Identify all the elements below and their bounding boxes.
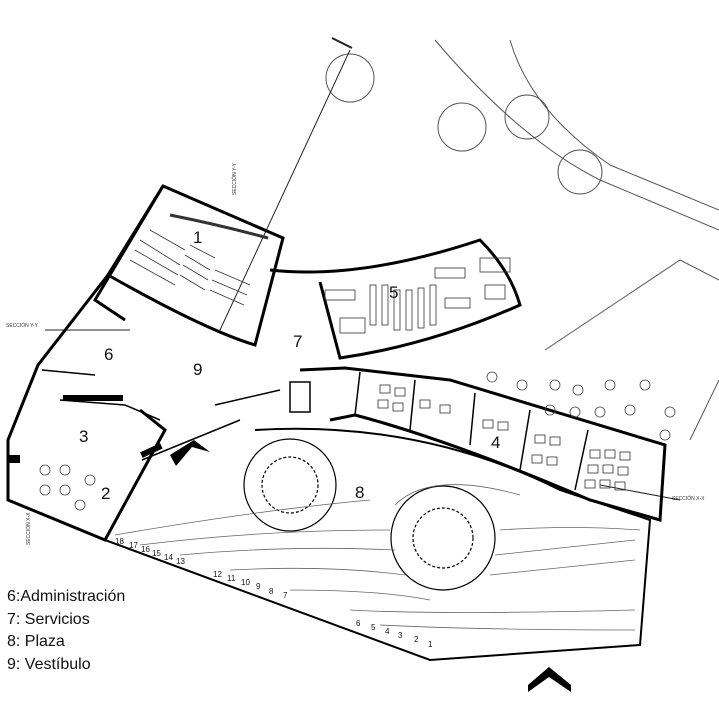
section-axes <box>45 37 681 501</box>
section-marker-right: SECCIÓN X-X <box>672 495 705 502</box>
legend-item-plaza: 8: Plaza <box>7 633 65 650</box>
step-number: 2 <box>414 635 419 644</box>
services-arc <box>269 238 522 360</box>
building-walls <box>6 184 667 662</box>
step-number: 5 <box>371 623 376 632</box>
north-arrow-icon <box>528 667 571 692</box>
step-number: 14 <box>164 553 173 562</box>
wall-blocks <box>8 381 311 463</box>
legend-item-servicios: 7: Servicios <box>7 610 90 628</box>
landscape-path <box>509 39 719 211</box>
step-number: 12 <box>213 570 222 579</box>
step-numbers-left: 18 17 16 15 14 13 <box>115 537 185 566</box>
section-markers: SECCIÓN Y-Y SECCIÓN Y-Y SECCIÓN X-X SECC… <box>6 162 705 545</box>
zone-label-7: 7 <box>293 332 302 351</box>
entry-arrows <box>170 440 571 692</box>
zone-label-5: 5 <box>389 283 398 302</box>
classroom-furniture <box>377 384 631 491</box>
outdoor-tables <box>39 371 676 511</box>
step-number: 6 <box>356 619 361 628</box>
legend-item-vestibulo: 9: Vestíbulo <box>7 655 91 673</box>
step-numbers-right: 6 5 4 3 2 1 <box>356 619 433 649</box>
tree-canopy <box>325 53 375 103</box>
auditorium-outline <box>105 184 285 347</box>
step-number: 16 <box>141 545 150 554</box>
step-number: 11 <box>227 574 236 583</box>
tree-canopy <box>557 149 603 195</box>
step-number: 10 <box>241 578 250 587</box>
step-number: 8 <box>269 587 274 596</box>
step-number: 4 <box>385 627 390 636</box>
step-number: 3 <box>398 631 403 640</box>
step-numbers-mid: 12 11 10 9 8 7 <box>213 570 288 600</box>
step-number: 17 <box>129 541 138 550</box>
step-number: 9 <box>256 582 261 591</box>
tree-canopy <box>504 94 550 140</box>
plaza-tree-planter <box>390 485 496 591</box>
plaza-boundary <box>104 427 652 662</box>
section-marker-top: SECCIÓN Y-Y <box>231 162 238 195</box>
zone-legend: 6:Administración 7: Servicios 8: Plaza 9… <box>7 586 125 676</box>
landscape-context <box>325 39 719 441</box>
plaza-steps <box>114 484 641 631</box>
legend-item-administracion: 6:Administración <box>7 588 126 605</box>
plaza-tree-planter <box>243 438 337 532</box>
zone-label-9: 9 <box>193 360 202 379</box>
zone-label-8: 8 <box>355 483 364 502</box>
zone-label-3: 3 <box>79 427 88 446</box>
step-number: 13 <box>176 557 185 566</box>
step-number: 1 <box>428 640 433 649</box>
services-furniture <box>324 257 511 334</box>
zone-label-2: 2 <box>101 484 110 503</box>
zone-labels: 1 2 3 4 5 6 7 8 9 <box>79 228 500 503</box>
classroom-row <box>299 366 667 522</box>
auditorium-seating <box>129 213 269 306</box>
tree-canopy <box>437 102 487 152</box>
west-wing-wall <box>6 274 167 542</box>
landscape-path <box>544 259 719 351</box>
step-number: 18 <box>115 537 124 546</box>
zone-label-4: 4 <box>491 433 500 452</box>
section-marker-left: SECCIÓN Y-Y <box>6 322 39 329</box>
step-number: 15 <box>152 549 161 558</box>
landscape-path <box>689 379 719 441</box>
step-number: 7 <box>283 591 288 600</box>
zone-label-1: 1 <box>193 228 202 247</box>
landscape-path <box>434 39 719 231</box>
section-marker-bottom-left: SECCIÓN X-X <box>25 512 32 545</box>
internal-walls <box>41 369 589 491</box>
entry-arrow-icon <box>170 440 210 466</box>
plaza-trees <box>243 438 496 591</box>
zone-label-6: 6 <box>104 345 113 364</box>
